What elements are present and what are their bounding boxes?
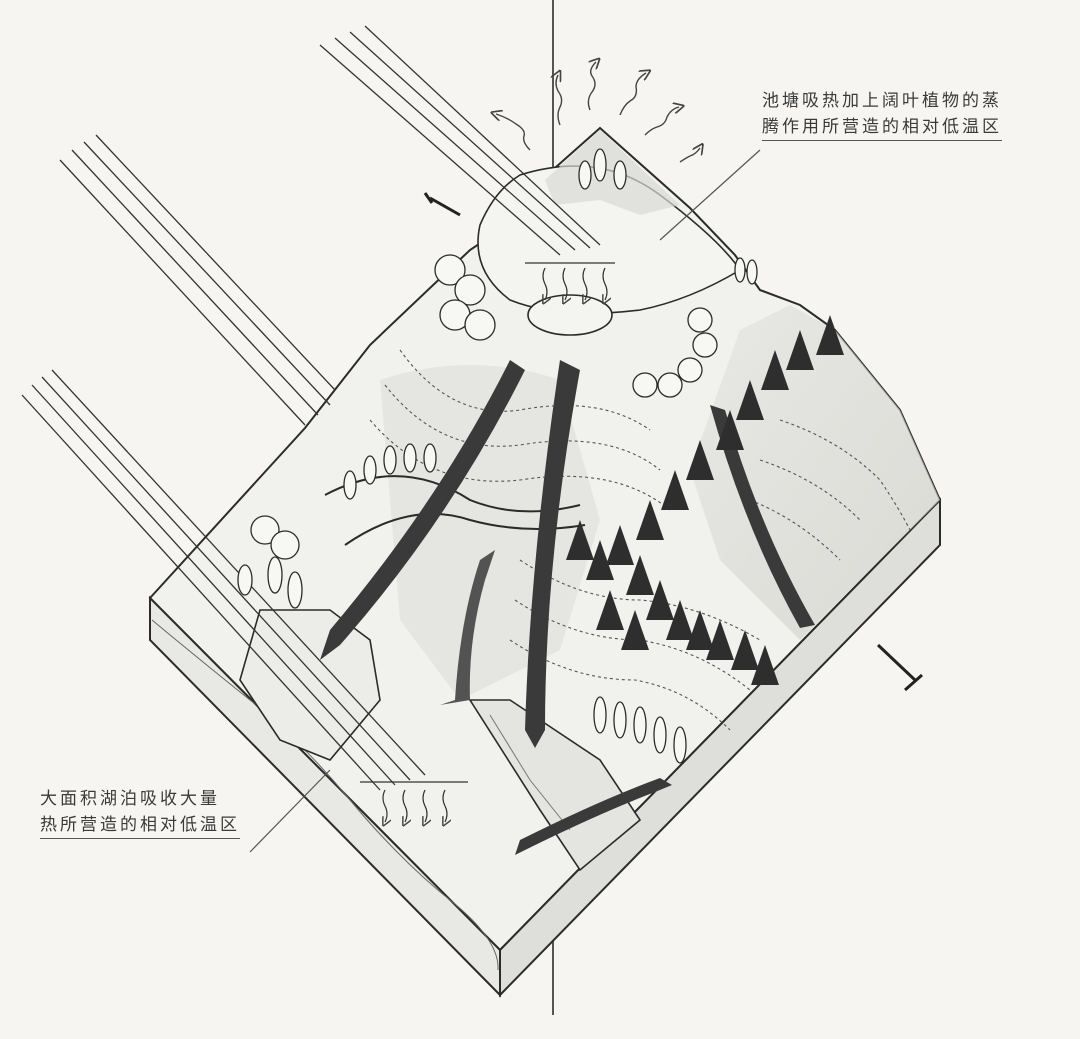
lake-annotation-line2: 热所营造的相对低温区 [40,812,240,838]
pond-annotation-line1: 池塘吸热加上阔叶植物的蒸 [762,88,1002,114]
pond-annotation-line2: 腾作用所营造的相对低温区 [762,114,1002,140]
lake-annotation-line1: 大面积湖泊吸收大量 [40,786,240,812]
pond-annotation: 池塘吸热加上阔叶植物的蒸 腾作用所营造的相对低温区 [762,88,1002,141]
lake-annotation: 大面积湖泊吸收大量 热所营造的相对低温区 [40,786,240,839]
